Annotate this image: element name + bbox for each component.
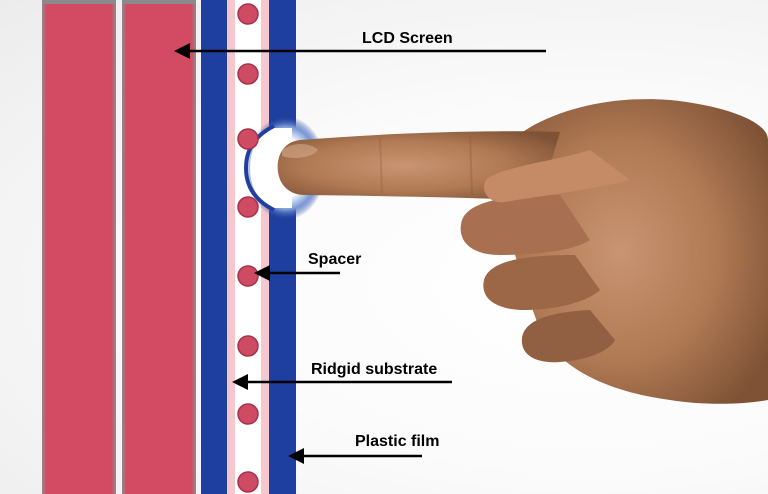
label-spacer: Spacer [308,251,361,268]
arrow-left-icon [254,265,340,281]
spacer-dots [237,3,259,493]
spacer-dot [237,3,259,25]
lcd-panel-right [122,3,196,494]
spacer-dot [237,63,259,85]
spacer-dot [237,128,259,150]
arrow-left-icon [232,374,452,390]
arrow-left-icon [174,43,546,59]
label-lcd-screen: LCD Screen [362,30,453,47]
lcd-panel-left [42,3,116,494]
film-deformation [250,128,292,208]
hand-crease [469,134,473,196]
lcd-panel-left-top-edge [42,0,116,4]
pointing-hand-icon [277,99,768,404]
spacer-dot [237,265,259,287]
gap-pink-left [227,0,235,494]
hand-little-finger [521,310,615,363]
film-deformation-edge [243,124,275,212]
label-plastic-film: Plastic film [355,433,439,450]
hand-fingernail [282,144,318,158]
spacer-dot [237,471,259,493]
lcd-screen [42,0,196,494]
spacer-dot [237,403,259,425]
gap-pink-right [261,0,269,494]
label-rigid-substrate: Ridgid substrate [311,361,437,378]
plastic-film-layer [269,0,296,494]
spacer-dot [237,335,259,357]
spacer-dot [237,196,259,218]
arrows [174,43,546,464]
arrow-left-icon [288,448,422,464]
hand-middle-finger [460,195,590,255]
hand-crease [379,137,383,195]
hand-thumb [484,150,630,203]
rigid-substrate-layer [201,0,227,494]
lcd-panel-right-top-edge [122,0,196,4]
hand-ring-finger [483,255,600,310]
